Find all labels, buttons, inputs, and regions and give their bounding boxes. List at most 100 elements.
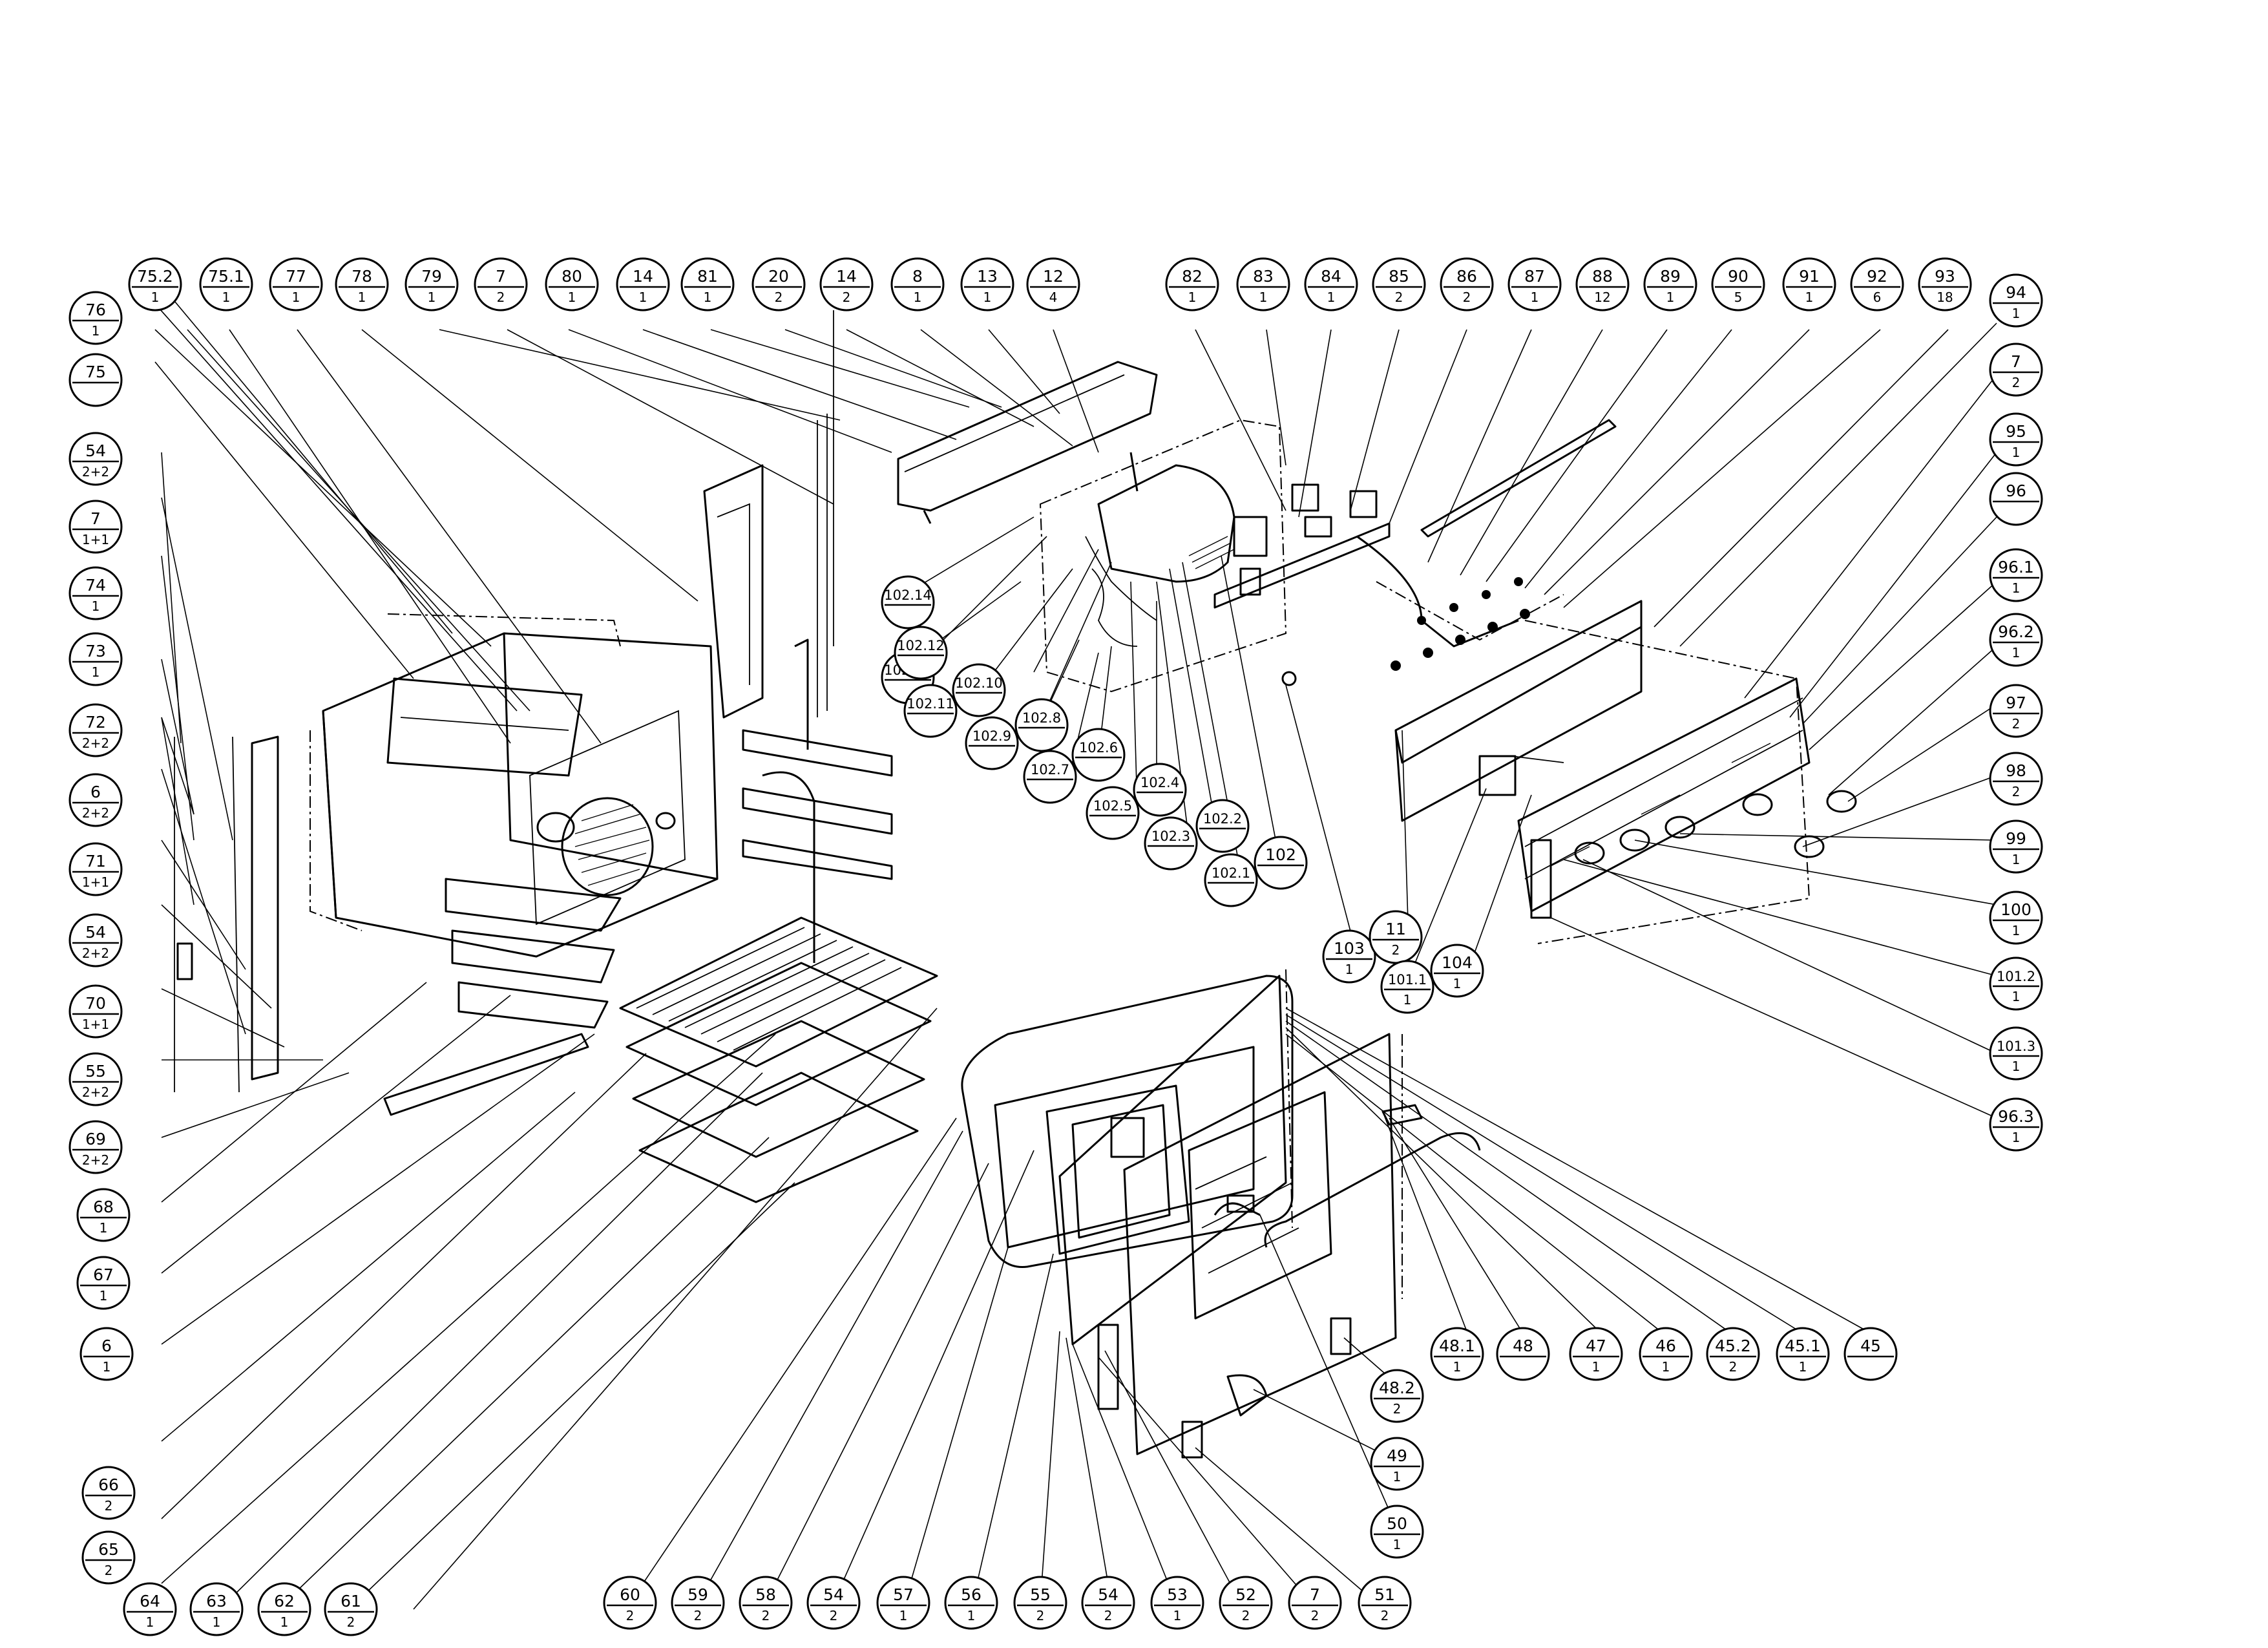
callout-quantity: 1 bbox=[1453, 1359, 1462, 1375]
callout-80: 801 bbox=[545, 257, 599, 312]
callout-ring bbox=[68, 1120, 123, 1174]
callout-quantity: 1 bbox=[2012, 989, 2021, 1004]
callout-102-2: 102.2 bbox=[1195, 799, 1250, 853]
callout-72: 722+2 bbox=[68, 703, 123, 757]
callout-quantity: 1 bbox=[1403, 992, 1412, 1008]
callout-ring bbox=[1430, 1327, 1484, 1381]
callout-part-number: 78 bbox=[352, 267, 372, 286]
callout-7a: 72 bbox=[474, 257, 528, 312]
callout-102-12: 102.12 bbox=[894, 626, 948, 680]
callout-84: 841 bbox=[1304, 257, 1358, 312]
callout-ring bbox=[1288, 1576, 1342, 1630]
callout-ring bbox=[876, 1576, 930, 1630]
callout-quantity: 1 bbox=[428, 290, 436, 305]
callout-ring bbox=[965, 716, 1019, 770]
callout-102-4: 102.4 bbox=[1133, 763, 1187, 817]
oven-cavity bbox=[310, 613, 719, 958]
callout-ring bbox=[1575, 257, 1630, 312]
callout-part-number: 7 bbox=[1310, 1585, 1320, 1604]
callout-13: 131 bbox=[960, 257, 1014, 312]
callout-quantity: 1 bbox=[1666, 290, 1675, 305]
callout-part-number: 73 bbox=[85, 642, 106, 660]
callout-8: 81 bbox=[890, 257, 945, 312]
callout-part-number: 102.3 bbox=[1151, 829, 1190, 844]
callout-quantity: 1 bbox=[292, 290, 300, 305]
callout-57: 571 bbox=[876, 1576, 930, 1630]
callout-ring bbox=[1322, 929, 1376, 984]
callout-ring bbox=[616, 257, 670, 312]
callout-part-number: 46 bbox=[1655, 1336, 1676, 1355]
callout-ring bbox=[1014, 698, 1069, 752]
callout-quantity: 1 bbox=[100, 1288, 108, 1304]
callout-quantity: 2+2 bbox=[82, 945, 109, 961]
callout-quantity: 1 bbox=[222, 290, 231, 305]
callout-part-number: 13 bbox=[977, 267, 998, 286]
callout-74: 741 bbox=[68, 566, 123, 620]
callout-47: 471 bbox=[1569, 1327, 1623, 1381]
callout-quantity: 1 bbox=[1662, 1359, 1670, 1375]
callout-85: 852 bbox=[1372, 257, 1426, 312]
callout-99: 991 bbox=[1989, 819, 2043, 874]
callout-14b: 142 bbox=[819, 257, 874, 312]
callout-quantity: 2 bbox=[1393, 1401, 1402, 1417]
callout-ring bbox=[68, 632, 123, 686]
callout-ring bbox=[68, 353, 123, 407]
callout-quantity: 1 bbox=[1805, 290, 1814, 305]
callout-ring bbox=[545, 257, 599, 312]
callout-ring bbox=[68, 1052, 123, 1106]
callout-quantity: 1 bbox=[1345, 962, 1354, 977]
callout-102-8: 102.8 bbox=[1014, 698, 1069, 752]
oven-door bbox=[961, 969, 1481, 1459]
callout-part-number: 97 bbox=[2006, 693, 2026, 712]
callout-79: 791 bbox=[404, 257, 459, 312]
callout-part-number: 102.4 bbox=[1140, 775, 1179, 790]
callout-ring bbox=[1989, 819, 2043, 874]
callout-102-10: 102.10 bbox=[952, 663, 1006, 717]
callout-quantity: 2 bbox=[1104, 1608, 1113, 1623]
callout-51: 512 bbox=[1358, 1576, 1412, 1630]
callout-quantity: 1 bbox=[2012, 306, 2021, 321]
callout-45-2: 45.22 bbox=[1706, 1327, 1760, 1381]
callout-quantity: 1 bbox=[2012, 852, 2021, 867]
callout-quantity: 2 bbox=[1395, 290, 1403, 305]
callout-ring bbox=[68, 703, 123, 757]
callout-quantity: 1 bbox=[983, 290, 992, 305]
callout-part-number: 6 bbox=[90, 783, 101, 801]
callout-part-number: 87 bbox=[1524, 267, 1545, 286]
callout-quantity: 1 bbox=[1592, 1359, 1601, 1375]
callout-quantity: 1 bbox=[92, 323, 100, 339]
callout-54c: 542 bbox=[806, 1576, 861, 1630]
callout-12: 124 bbox=[1026, 257, 1080, 312]
callout-61: 612 bbox=[324, 1582, 378, 1636]
callout-55a: 552+2 bbox=[68, 1052, 123, 1106]
callout-quantity: 4 bbox=[1049, 290, 1058, 305]
callout-94: 941 bbox=[1989, 273, 2043, 328]
callout-89: 891 bbox=[1643, 257, 1697, 312]
callout-part-number: 102.9 bbox=[972, 728, 1011, 744]
callout-quantity: 2 bbox=[830, 1608, 838, 1623]
callout-part-number: 91 bbox=[1799, 267, 1820, 286]
callout-quantity: 2 bbox=[2012, 784, 2021, 799]
callout-part-number: 54 bbox=[1098, 1585, 1118, 1604]
callout-quantity: 2 bbox=[1036, 1608, 1045, 1623]
callout-90: 905 bbox=[1711, 257, 1765, 312]
callout-ring bbox=[1195, 799, 1250, 853]
callout-ring bbox=[1989, 412, 2043, 467]
callout-ring bbox=[1496, 1327, 1550, 1381]
callout-71: 711+1 bbox=[68, 842, 123, 896]
callout-ring bbox=[890, 257, 945, 312]
callout-part-number: 89 bbox=[1660, 267, 1681, 286]
callout-quantity: 1 bbox=[358, 290, 366, 305]
callout-quantity: 1 bbox=[146, 1614, 154, 1630]
callout-part-number: 7 bbox=[90, 509, 101, 528]
callout-part-number: 45.2 bbox=[1715, 1336, 1751, 1355]
callout-part-number: 58 bbox=[755, 1585, 776, 1604]
callout-7b: 72 bbox=[1989, 343, 2043, 397]
callout-part-number: 7 bbox=[496, 267, 506, 286]
callout-69: 692+2 bbox=[68, 1120, 123, 1174]
callout-part-number: 104 bbox=[1442, 953, 1473, 972]
callout-quantity: 2+2 bbox=[82, 464, 109, 480]
control-switches bbox=[1213, 419, 1617, 686]
